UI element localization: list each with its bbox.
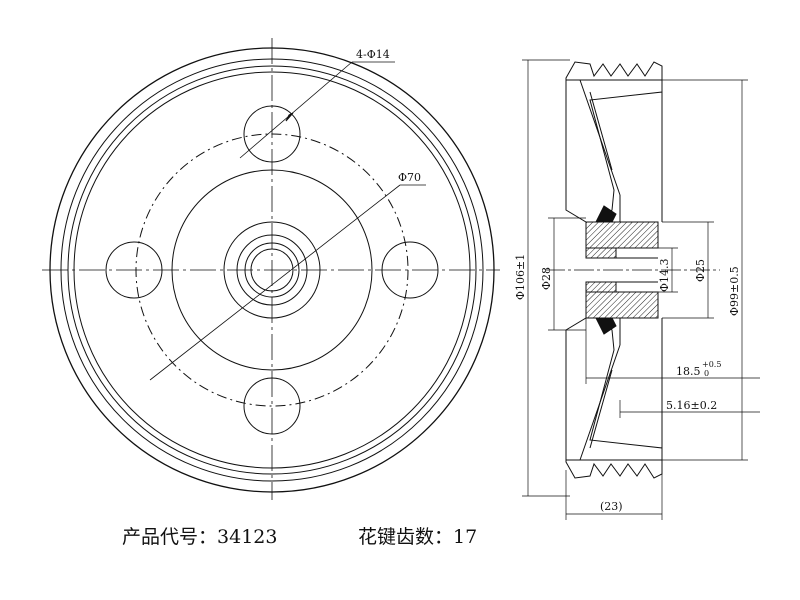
hub-dia-label: Φ25 xyxy=(694,259,707,282)
web-upper-2 xyxy=(589,91,613,171)
product-label: 产品代号： xyxy=(122,526,218,548)
upper-groove-profile xyxy=(565,61,663,81)
hole-leader xyxy=(239,61,353,159)
hole-callout: 4-Φ14 xyxy=(356,48,390,61)
section-view xyxy=(565,61,663,479)
hub-length-tol-upper: +0.5 xyxy=(702,360,721,369)
hub-length-label: 18.5 xyxy=(676,365,701,378)
hub-section xyxy=(585,205,659,335)
hub-hatch-lower xyxy=(585,291,659,319)
teeth-label: 花键齿数： xyxy=(358,526,454,548)
web-lower-1 xyxy=(579,344,621,461)
web-lower-2 xyxy=(589,369,613,449)
pitch-leader xyxy=(149,184,401,381)
front-view xyxy=(42,38,500,500)
hub-hatch-upper xyxy=(585,221,659,249)
caption-product: 产品代号：34123 xyxy=(122,522,277,549)
shell-upper xyxy=(565,80,663,223)
inner-bore-dia-label: Φ14.3 xyxy=(658,258,671,292)
caption-teeth: 花键齿数：17 xyxy=(358,522,477,549)
web-upper-1 xyxy=(579,79,621,196)
teeth-count: 17 xyxy=(453,526,478,548)
product-code: 34123 xyxy=(217,526,278,548)
overall-width-label: (23) xyxy=(600,500,623,513)
lower-groove-profile xyxy=(565,459,663,479)
weld-upper xyxy=(595,205,617,223)
weld-lower xyxy=(595,317,617,335)
hub-bore-wall-lower xyxy=(585,281,617,293)
hub-length-tol-lower: 0 xyxy=(704,369,709,378)
section-dimensions xyxy=(522,59,760,520)
outer-dia-label: Φ106±1 xyxy=(514,254,527,300)
bore-dia-label: Φ28 xyxy=(540,267,553,290)
groove-dia-label: Φ99±0.5 xyxy=(728,266,741,316)
hub-bore-wall-upper xyxy=(585,247,617,259)
hole-leader-arrow xyxy=(285,112,294,122)
web-offset-label: 5.16±0.2 xyxy=(666,399,717,412)
shell-lower xyxy=(565,317,663,460)
pitch-circle-callout: Φ70 xyxy=(398,171,421,184)
